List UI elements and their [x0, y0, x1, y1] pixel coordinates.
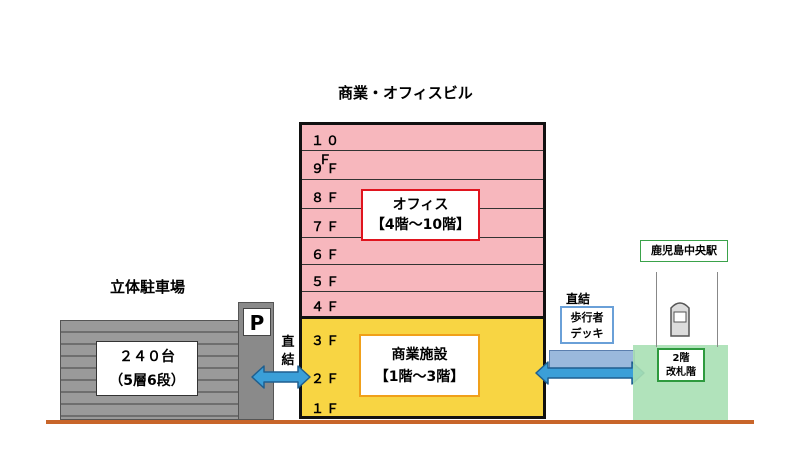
- floor-label: ８Ｆ: [310, 191, 341, 206]
- direct-connection-left-label: 直 結: [279, 334, 297, 370]
- deck-label-line1: 歩行者: [570, 311, 604, 324]
- direct-char: 直: [281, 335, 295, 350]
- double-arrow-icon: [535, 361, 645, 385]
- parking-capacity-box: ２４０台 （5層6段）: [96, 341, 198, 396]
- floor-label: ７Ｆ: [310, 220, 341, 235]
- office-label-box: オフィス 【4階～10階】: [361, 189, 480, 241]
- station-structure: [656, 272, 718, 347]
- floor-label: ４Ｆ: [310, 300, 341, 315]
- retail-label-box: 商業施設 【1階～3階】: [359, 334, 480, 397]
- direct-connection-right-label: 直結: [566, 292, 591, 306]
- zone-divider: [299, 316, 546, 319]
- floor-divider: [299, 264, 546, 265]
- parking-sign: P: [243, 308, 271, 336]
- floor-label: １Ｆ: [310, 402, 341, 417]
- gate-label: 改札階: [666, 367, 696, 378]
- building-outline: [299, 122, 546, 419]
- ground-line: [46, 420, 754, 424]
- floor-label: ２Ｆ: [310, 372, 341, 387]
- train-icon: [670, 302, 690, 337]
- connection-char: 結: [281, 353, 295, 368]
- gate-floor: 2階: [672, 353, 690, 364]
- office-floor-range: 【4階～10階】: [370, 217, 471, 233]
- floor-label: １０Ｆ: [310, 134, 341, 168]
- floor-divider: [299, 291, 546, 292]
- floor-label: ９Ｆ: [310, 162, 341, 177]
- deck-label-box: 歩行者 デッキ: [560, 306, 614, 344]
- parking-title: 立体駐車場: [110, 278, 186, 296]
- parking-capacity: ２４０台: [119, 349, 175, 365]
- floor-label: ５Ｆ: [310, 275, 341, 290]
- floor-label: ３Ｆ: [310, 334, 341, 349]
- building-title: 商業・オフィスビル: [338, 84, 473, 102]
- floor-divider: [299, 150, 546, 151]
- floor-label: ６Ｆ: [310, 248, 341, 263]
- retail-label: 商業施設: [391, 347, 448, 363]
- double-arrow-icon: [251, 365, 311, 389]
- retail-floor-range: 【1階～3階】: [374, 369, 465, 385]
- ticket-gate-box: 2階 改札階: [657, 348, 705, 382]
- floor-divider: [299, 179, 546, 180]
- station-title: 鹿児島中央駅: [640, 240, 728, 262]
- office-label: オフィス: [392, 197, 449, 213]
- parking-levels: （5層6段）: [109, 373, 185, 389]
- deck-label-line2: デッキ: [570, 327, 604, 340]
